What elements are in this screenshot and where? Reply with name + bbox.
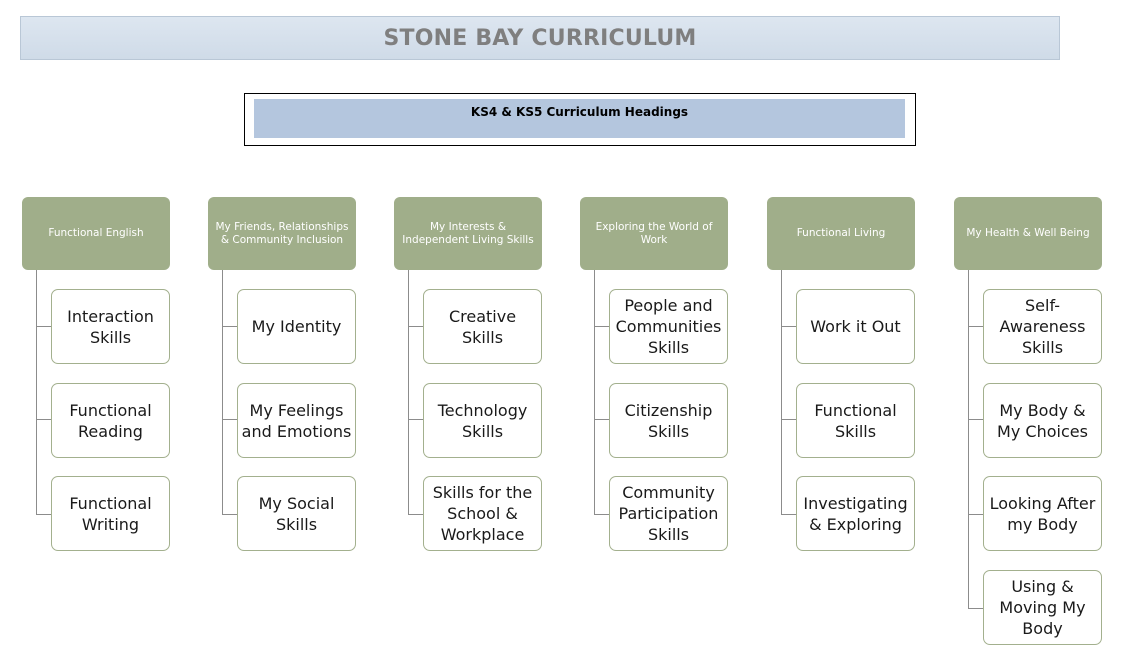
connector-tick (222, 419, 237, 420)
skill-box: Functional Writing (51, 476, 170, 551)
skill-label: Functional Skills (814, 400, 897, 441)
skill-box: My Body & My Choices (983, 383, 1102, 458)
connector-tick (968, 326, 983, 327)
skill-label: Self-Awareness Skills (999, 296, 1086, 357)
column-heading-label: My Health & Well Being (966, 227, 1090, 240)
connector-tick (222, 326, 237, 327)
skill-box: Using & Moving My Body (983, 570, 1102, 645)
connector-tick (781, 419, 796, 420)
skill-box: Functional Skills (796, 383, 915, 458)
column-heading: Functional Living (767, 197, 915, 270)
subheading-frame: KS4 & KS5 Curriculum Headings (244, 93, 916, 146)
skill-label: Interaction Skills (67, 306, 154, 347)
page-title: STONE BAY CURRICULUM (383, 25, 697, 51)
skill-label: Technology Skills (437, 400, 528, 441)
connector-tick (781, 326, 796, 327)
skill-label: Functional Writing (69, 493, 152, 534)
connector-tick (408, 419, 423, 420)
skill-box: Investigating & Exploring (796, 476, 915, 551)
connector-tick (781, 514, 796, 515)
skill-label: People and Communities Skills (615, 296, 722, 357)
skill-box: Citizenship Skills (609, 383, 728, 458)
skill-box: My Feelings and Emotions (237, 383, 356, 458)
skill-box: My Identity (237, 289, 356, 364)
column-connector-line (222, 270, 223, 515)
skill-label: My Social Skills (258, 493, 335, 534)
skill-label: Citizenship Skills (624, 400, 713, 441)
skill-label: Using & Moving My Body (999, 577, 1086, 638)
skill-label: Functional Reading (69, 400, 152, 441)
column-connector-line (36, 270, 37, 515)
skill-label: My Feelings and Emotions (241, 400, 352, 441)
skill-box: My Social Skills (237, 476, 356, 551)
skill-box: People and Communities Skills (609, 289, 728, 364)
connector-tick (36, 326, 51, 327)
column-heading-label: Functional English (48, 227, 144, 240)
skill-box: Skills for the School & Workplace (423, 476, 542, 551)
skill-label: Work it Out (810, 317, 901, 336)
column-heading: Exploring the World of Work (580, 197, 728, 270)
column-heading-label: Functional Living (796, 227, 886, 240)
skill-box: Looking After my Body (983, 476, 1102, 551)
skill-box: Interaction Skills (51, 289, 170, 364)
column-connector-line (594, 270, 595, 515)
column-heading: My Friends, Relationships & Community In… (208, 197, 356, 270)
column-connector-line (781, 270, 782, 515)
connector-tick (968, 514, 983, 515)
column-heading-label: My Friends, Relationships & Community In… (215, 221, 349, 246)
connector-tick (968, 608, 983, 609)
connector-tick (408, 514, 423, 515)
connector-tick (594, 419, 609, 420)
connector-tick (408, 326, 423, 327)
column-heading: Functional English (22, 197, 170, 270)
column-heading: My Interests & Independent Living Skills (394, 197, 542, 270)
column-heading-label: Exploring the World of Work (595, 221, 713, 246)
skill-box: Work it Out (796, 289, 915, 364)
skill-label: Community Participation Skills (618, 483, 719, 544)
connector-tick (222, 514, 237, 515)
skill-label: My Identity (251, 317, 342, 336)
skill-box: Community Participation Skills (609, 476, 728, 551)
connector-tick (594, 514, 609, 515)
column-connector-line (408, 270, 409, 515)
skill-label: Creative Skills (448, 306, 517, 347)
skill-label: My Body & My Choices (997, 400, 1088, 441)
skill-box: Functional Reading (51, 383, 170, 458)
skill-label: Skills for the School & Workplace (432, 483, 533, 544)
skill-box: Self-Awareness Skills (983, 289, 1102, 364)
subheading-text: KS4 & KS5 Curriculum Headings (470, 105, 689, 119)
skill-box: Technology Skills (423, 383, 542, 458)
skill-box: Creative Skills (423, 289, 542, 364)
connector-tick (36, 419, 51, 420)
subheading-banner: KS4 & KS5 Curriculum Headings (254, 99, 905, 138)
connector-tick (594, 326, 609, 327)
column-connector-line (968, 270, 969, 609)
skill-label: Looking After my Body (989, 493, 1096, 534)
skill-label: Investigating & Exploring (803, 493, 908, 534)
title-banner: STONE BAY CURRICULUM (20, 16, 1060, 60)
connector-tick (968, 419, 983, 420)
connector-tick (36, 514, 51, 515)
column-heading: My Health & Well Being (954, 197, 1102, 270)
column-heading-label: My Interests & Independent Living Skills (402, 221, 534, 246)
